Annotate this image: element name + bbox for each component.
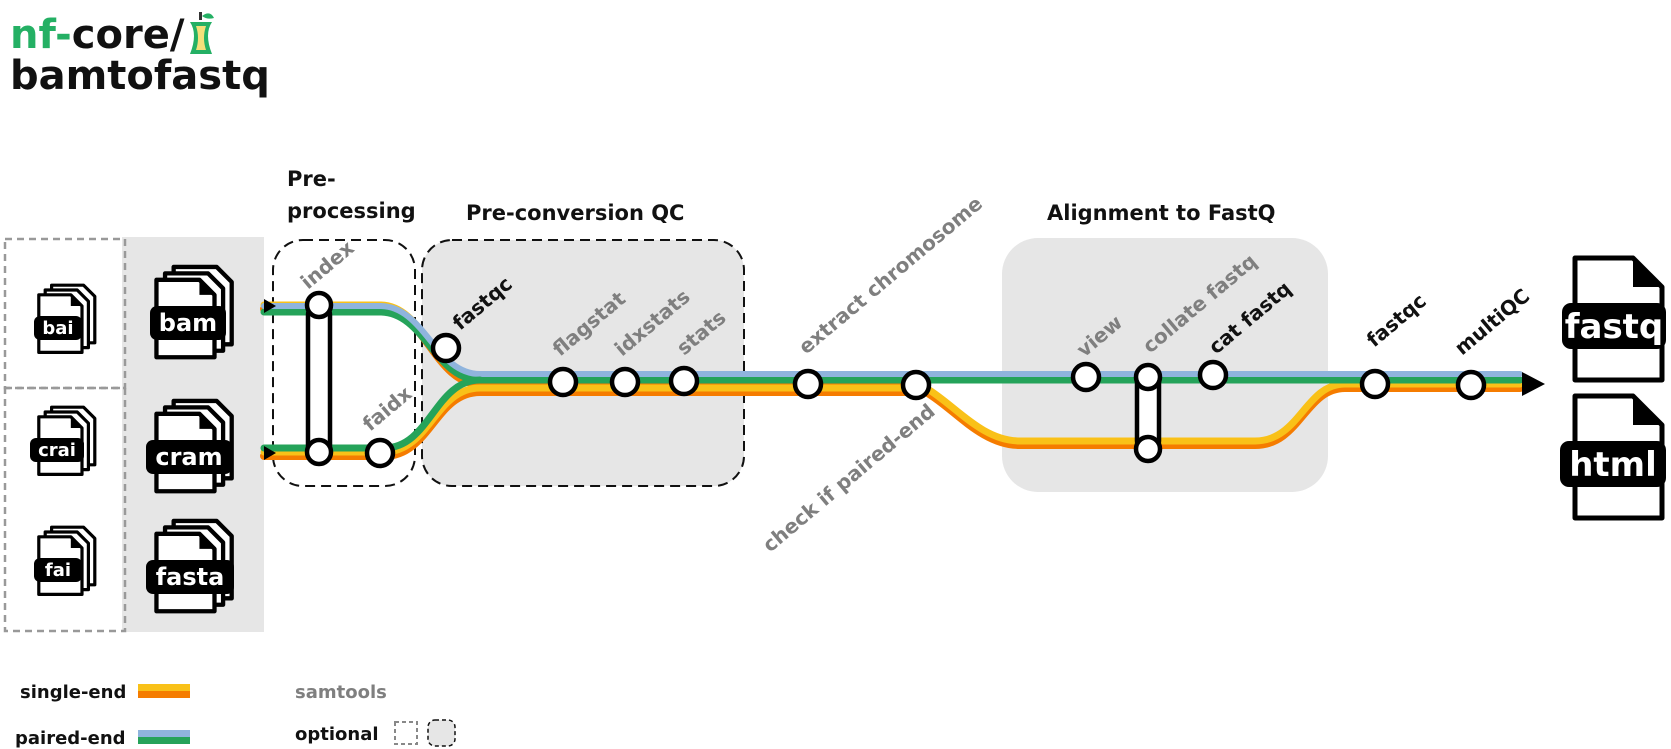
- station-idxstats: [609, 366, 641, 398]
- fastq-output-file-icon: fastq: [1562, 255, 1666, 383]
- input-files: bai crai fai bam cram fasta: [30, 267, 276, 611]
- logo-core: core/: [72, 12, 185, 58]
- html-output-label: html: [1569, 445, 1657, 485]
- legend-paired-end-label: paired-end: [15, 728, 126, 749]
- station-extract-chromosome: [792, 368, 824, 400]
- bam-file-icon: bam: [150, 267, 232, 357]
- station-faidx: [364, 437, 396, 469]
- output-arrow: [1522, 372, 1545, 396]
- station-collate-fastq-single: [1133, 434, 1163, 464]
- bam-label: bam: [159, 309, 217, 337]
- paired-end-line-upper-blue: [261, 303, 1523, 377]
- legend-optional-label: optional: [295, 724, 379, 745]
- header-alignment-to-fastq: Alignment to FastQ: [1047, 201, 1276, 225]
- logo-pipeline-name: bamtofastq: [10, 53, 270, 99]
- crai-label: crai: [38, 440, 76, 461]
- station-multiqc: [1455, 369, 1487, 401]
- cram-file-icon: cram: [146, 401, 232, 491]
- legend-single-end-label: single-end: [20, 682, 126, 703]
- logo: nf-core/ bamtofastq: [10, 12, 270, 99]
- legend-samtools-label: samtools: [295, 682, 387, 703]
- alignment-box: [1002, 238, 1328, 492]
- bai-file-icon: bai: [34, 283, 97, 354]
- fai-file-icon: fai: [34, 525, 97, 596]
- output-files: fastq html: [1560, 255, 1666, 521]
- station-collate-fastq: [1133, 362, 1163, 392]
- station-cat-fastq: [1197, 359, 1229, 391]
- fasta-file-icon: fasta: [146, 521, 234, 611]
- svg-text:nf-core/: nf-core/: [10, 12, 185, 58]
- label-extract-chromosome: extract chromosome: [794, 191, 987, 359]
- station-check-paired-end: [900, 369, 932, 401]
- station-fastqc-post: [1359, 368, 1391, 400]
- header-preprocessing-line1: Pre-: [287, 167, 336, 191]
- fastq-output-label: fastq: [1565, 307, 1664, 347]
- header-preconversion-qc: Pre-conversion QC: [466, 201, 684, 225]
- fai-label: fai: [45, 560, 71, 581]
- legend-optional-dashed-box-icon: [394, 721, 418, 745]
- legend-paired-end-swatch-top: [138, 730, 190, 737]
- label-fastqc-post: fastqc: [1362, 289, 1431, 352]
- station-view: [1070, 361, 1102, 393]
- fasta-label: fasta: [156, 563, 225, 591]
- html-output-file-icon: html: [1560, 393, 1666, 521]
- preconversion-qc-box: [421, 239, 745, 487]
- legend-single-end-swatch-top: [138, 684, 190, 691]
- station-index-cram: [304, 437, 334, 467]
- stations: [304, 290, 1545, 469]
- preprocessing-connector: [305, 301, 333, 459]
- logo-prefix: nf-: [10, 12, 72, 58]
- label-check-paired-end: check if paired-end: [758, 399, 940, 557]
- station-index: [304, 290, 334, 320]
- legend-single-end-swatch-bottom: [138, 691, 190, 698]
- legend: single-end paired-end samtools optional: [15, 682, 456, 749]
- cram-label: cram: [155, 443, 222, 471]
- cram-entry-arrow: [264, 446, 276, 460]
- bam-entry-arrow: [264, 299, 276, 313]
- header-preprocessing-line2: processing: [287, 199, 416, 223]
- crai-file-icon: crai: [30, 405, 97, 476]
- legend-paired-end-swatch-bottom: [138, 737, 190, 744]
- step-boxes: [272, 238, 1328, 492]
- apple-core-icon: [190, 12, 214, 54]
- station-flagstat: [547, 366, 579, 398]
- station-fastqc-pre: [430, 332, 462, 364]
- station-stats: [668, 365, 700, 397]
- label-multiqc: multiQC: [1450, 284, 1534, 360]
- legend-optional-rounded-box-icon: [427, 719, 456, 747]
- bai-label: bai: [42, 318, 73, 339]
